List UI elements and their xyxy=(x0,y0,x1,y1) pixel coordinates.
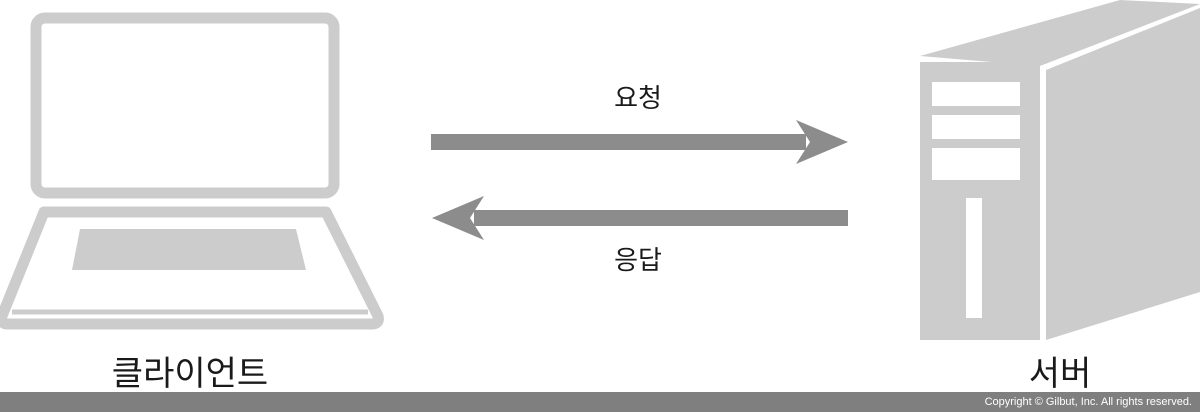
laptop-keyboard xyxy=(72,229,306,270)
response-label: 응답 xyxy=(614,246,662,276)
laptop-icon xyxy=(0,12,384,330)
footer-bar: Copyright © Gilbut, Inc. All rights rese… xyxy=(0,392,1200,412)
server-drive-bay-1 xyxy=(932,82,1020,106)
copyright-text: Copyright © Gilbut, Inc. All rights rese… xyxy=(984,396,1192,408)
server-drive-bay-2 xyxy=(932,115,1020,139)
server-top-face xyxy=(920,0,1200,66)
client-label: 클라이언트 xyxy=(111,354,269,394)
server-label: 서버 xyxy=(1028,354,1092,394)
response-arrow xyxy=(432,196,848,240)
laptop-screen xyxy=(30,12,340,199)
server-front-slot xyxy=(966,198,982,318)
server-drive-bay-3 xyxy=(932,148,1020,180)
request-arrow xyxy=(431,120,848,164)
request-label: 요청 xyxy=(614,84,662,114)
laptop-base xyxy=(0,206,384,330)
server-side-face xyxy=(1046,8,1200,340)
server-tower-icon xyxy=(920,0,1200,340)
